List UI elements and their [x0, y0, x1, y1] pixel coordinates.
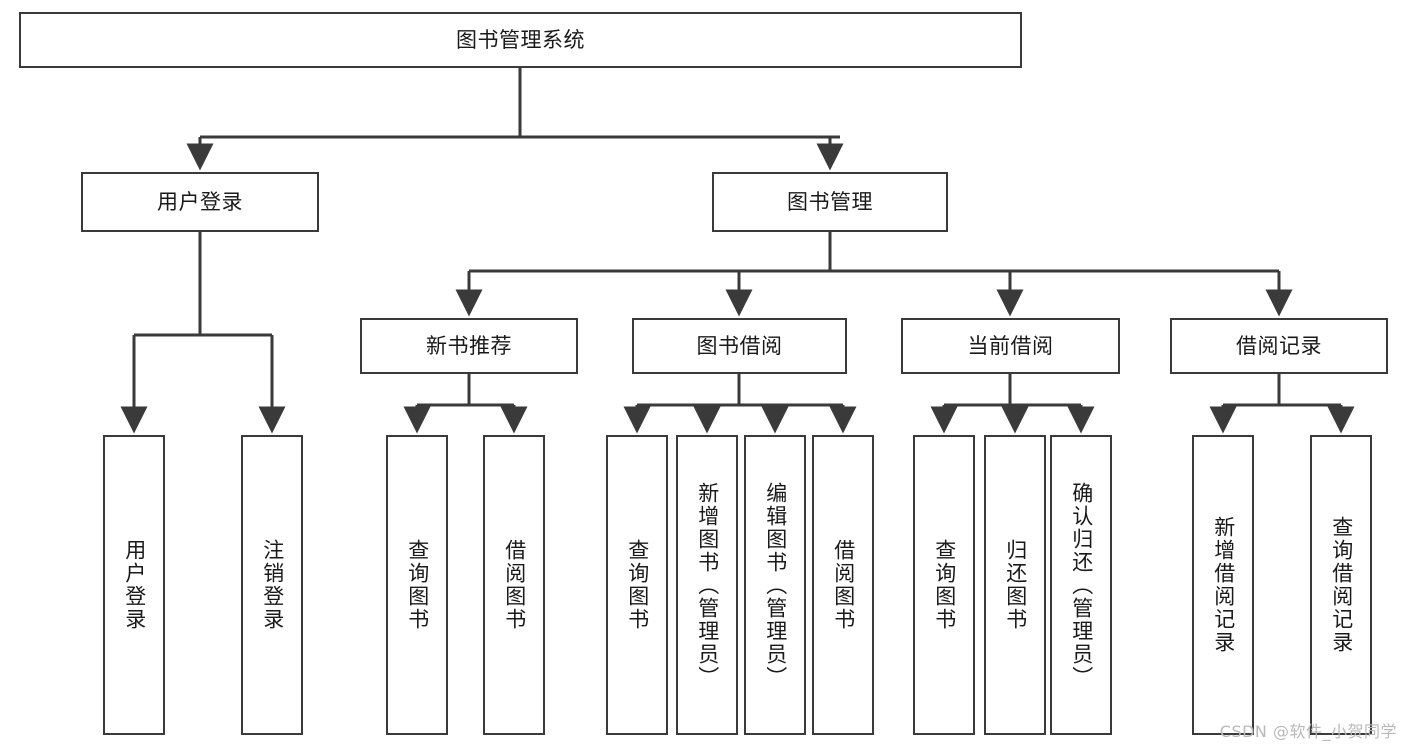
node-leaf-edit-book-label: 编辑图书（管理员）	[763, 481, 788, 689]
node-leaf-edit-book[interactable]: 编辑图书（管理员）	[744, 435, 806, 735]
node-user-login-label: 用户登录	[157, 189, 243, 214]
node-new-book-recommend[interactable]: 新书推荐	[360, 318, 578, 374]
node-leaf-query-book-2[interactable]: 查询图书	[606, 435, 668, 735]
node-leaf-borrow-book-1[interactable]: 借阅图书	[483, 435, 545, 735]
node-borrow-record[interactable]: 借阅记录	[1170, 318, 1388, 374]
node-leaf-user-logout[interactable]: 注销登录	[241, 435, 303, 735]
node-leaf-add-book[interactable]: 新增图书（管理员）	[676, 435, 738, 735]
node-leaf-return-book[interactable]: 归还图书	[984, 435, 1046, 735]
node-leaf-query-book-3-label: 查询图书	[932, 539, 957, 631]
node-borrow-record-label: 借阅记录	[1236, 333, 1322, 358]
node-leaf-query-book-1-label: 查询图书	[405, 539, 430, 631]
node-book-manage-label: 图书管理	[787, 189, 873, 214]
node-leaf-confirm-return-label: 确认归还（管理员）	[1069, 481, 1094, 689]
node-root[interactable]: 图书管理系统	[19, 12, 1022, 68]
node-leaf-add-book-label: 新增图书（管理员）	[695, 481, 720, 689]
node-leaf-borrow-book-1-label: 借阅图书	[502, 539, 527, 631]
node-leaf-user-logout-label: 注销登录	[260, 539, 285, 631]
node-leaf-query-book-2-label: 查询图书	[625, 539, 650, 631]
watermark: CSDN @软件_小贺同学	[1219, 722, 1397, 741]
node-user-login[interactable]: 用户登录	[81, 172, 319, 232]
node-current-borrow-label: 当前借阅	[967, 333, 1054, 358]
node-leaf-borrow-book-2[interactable]: 借阅图书	[812, 435, 874, 735]
node-leaf-query-record[interactable]: 查询借阅记录	[1310, 435, 1372, 735]
node-leaf-add-record-label: 新增借阅记录	[1211, 516, 1236, 654]
node-leaf-return-book-label: 归还图书	[1003, 539, 1028, 631]
node-leaf-user-login[interactable]: 用户登录	[103, 435, 165, 735]
node-book-borrow-label: 图书借阅	[696, 333, 783, 358]
node-book-borrow[interactable]: 图书借阅	[632, 318, 847, 374]
node-leaf-query-book-1[interactable]: 查询图书	[386, 435, 448, 735]
node-leaf-add-record[interactable]: 新增借阅记录	[1192, 435, 1254, 735]
node-root-label: 图书管理系统	[456, 27, 585, 52]
node-book-manage[interactable]: 图书管理	[712, 172, 948, 232]
node-current-borrow[interactable]: 当前借阅	[901, 318, 1120, 374]
node-leaf-confirm-return[interactable]: 确认归还（管理员）	[1050, 435, 1112, 735]
node-leaf-user-login-label: 用户登录	[122, 539, 147, 631]
node-leaf-query-record-label: 查询借阅记录	[1329, 516, 1354, 654]
node-leaf-borrow-book-2-label: 借阅图书	[831, 539, 856, 631]
node-new-book-recommend-label: 新书推荐	[426, 333, 512, 358]
node-leaf-query-book-3[interactable]: 查询图书	[913, 435, 975, 735]
